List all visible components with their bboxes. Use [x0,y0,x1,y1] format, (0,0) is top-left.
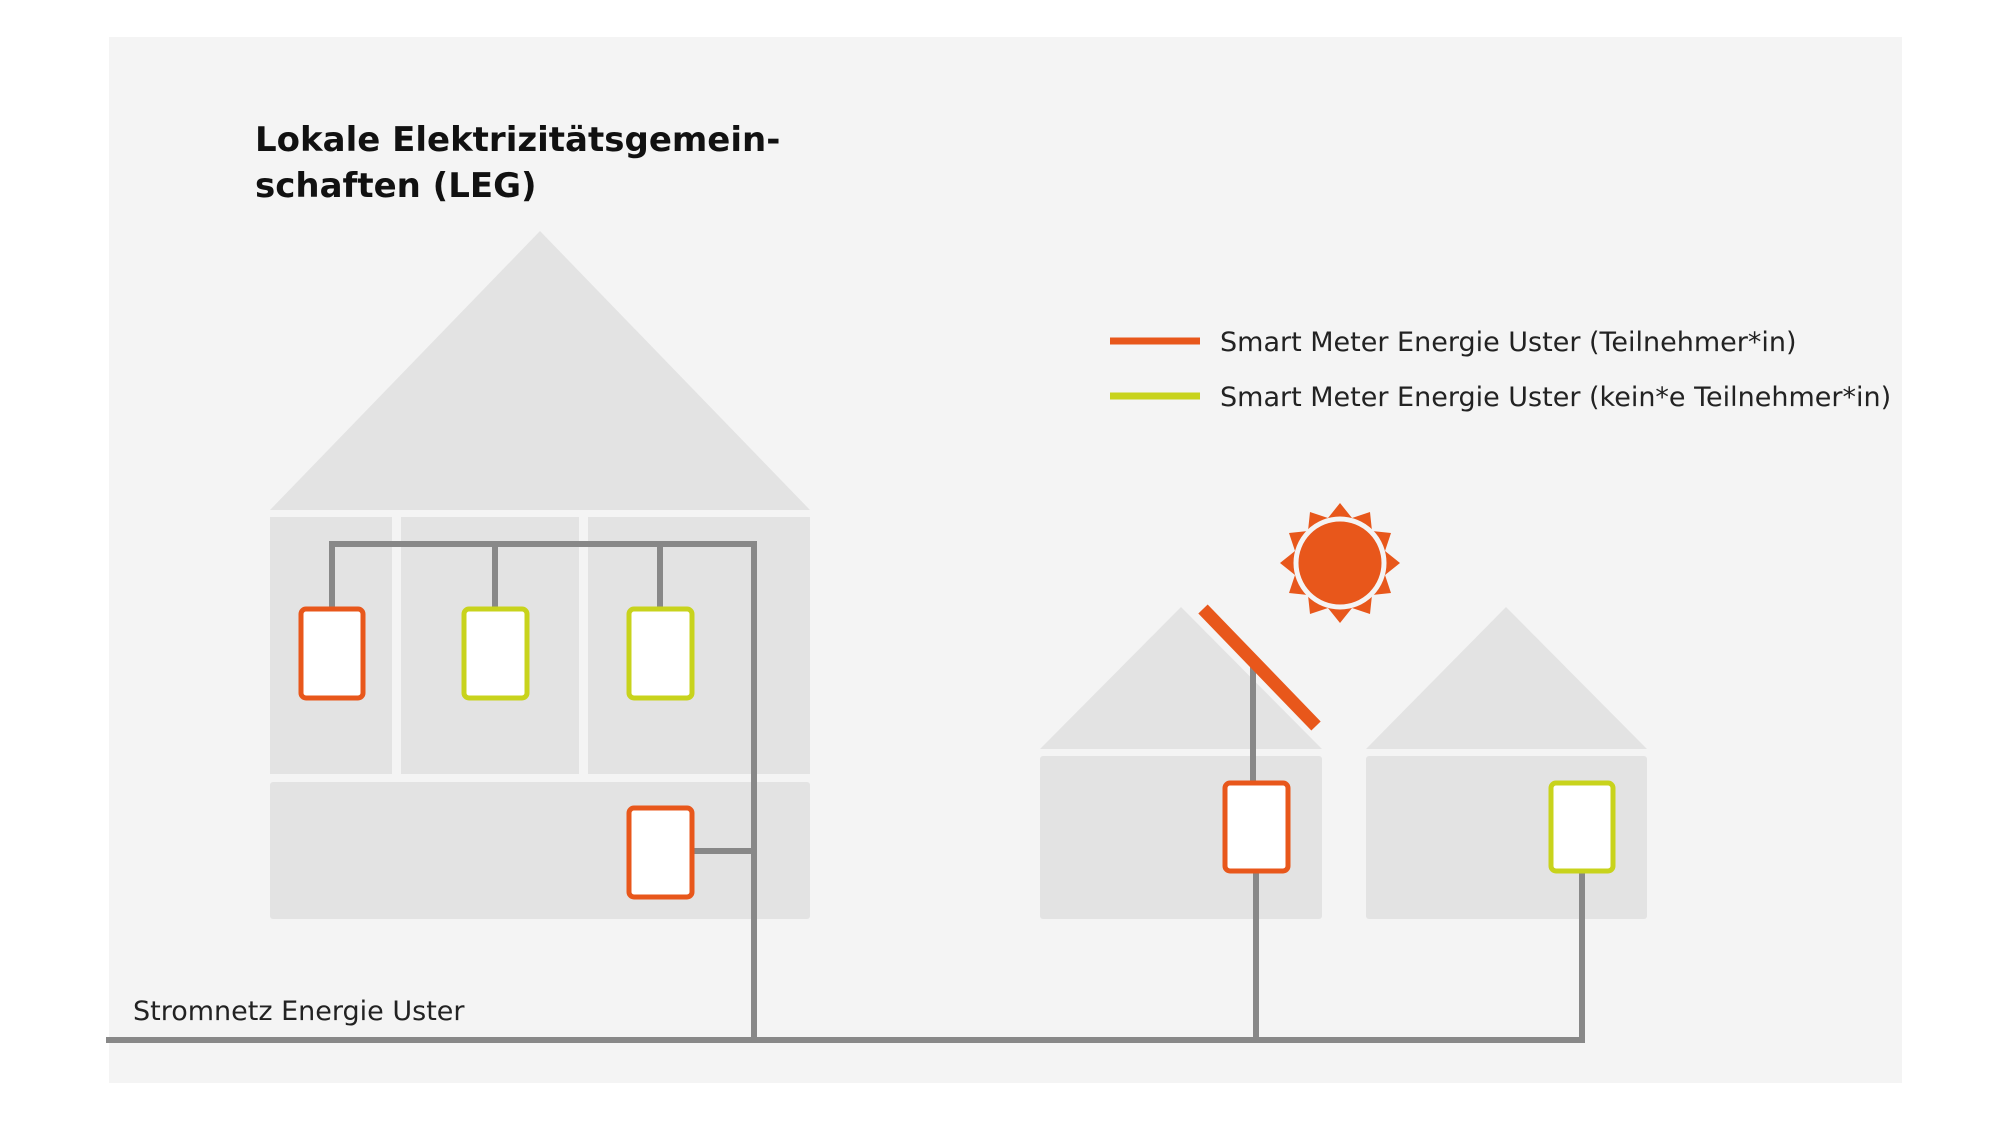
main-grid-line [106,870,1585,1043]
meter-non-participant-unit-2 [461,606,530,701]
title-line-1: Lokale Elektrizitätsgemein- [255,120,780,160]
wiring [106,541,1585,1043]
legend-participant-label: Smart Meter Energie Uster (Teilnehmer*in… [1220,327,1797,358]
grid-label: Stromnetz Energie Uster [133,996,465,1027]
apartment-bus-line [329,541,757,1043]
meter-non-participant-right-house [1548,780,1616,874]
title-line-2: schaften (LEG) [255,166,537,206]
meter-participant-ground-floor [626,805,695,900]
meters [298,606,1616,900]
legend-non-participant-label: Smart Meter Energie Uster (kein*e Teilne… [1220,382,1891,413]
apartment-roof [270,231,810,510]
sun-icon [1280,503,1400,623]
right-house-roof [1366,607,1647,749]
meter-participant-solar-house [1222,780,1291,874]
solar-panel [1198,604,1321,731]
legend: Smart Meter Energie Uster (Teilnehmer*in… [1110,327,1891,413]
apartment-unit-3 [588,517,810,774]
meter-participant-unit-1 [298,606,366,701]
sun-core [1293,516,1387,610]
meter-non-participant-unit-3 [626,606,695,701]
